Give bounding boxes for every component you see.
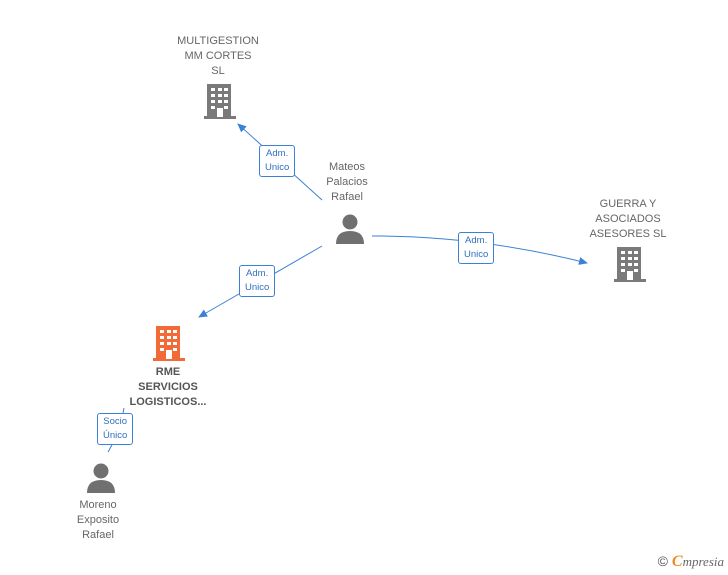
badge-line: Unico <box>265 162 290 173</box>
badge-line: Unico <box>464 249 489 260</box>
edge-label-mateos-multigestion[interactable]: Adm. Unico <box>259 145 296 177</box>
label-line: Palacios <box>326 176 368 188</box>
edge-label-mateos-rme[interactable]: Adm. Unico <box>239 265 276 297</box>
person-label-moreno[interactable]: Moreno Exposito Rafael <box>58 498 138 543</box>
badge-line: Adm. <box>266 148 289 159</box>
label-line: Exposito <box>76 514 120 526</box>
edge-label-mateos-guerra[interactable]: Adm. Unico <box>458 232 495 264</box>
copyright-symbol: © <box>657 553 668 569</box>
label-line: RME <box>155 366 181 378</box>
building-icon[interactable] <box>614 246 646 282</box>
label-line: ASOCIADOS <box>595 213 661 225</box>
label-line: Rafael <box>82 529 114 541</box>
label-line: MM CORTES <box>184 50 252 62</box>
building-icon-highlighted[interactable] <box>153 325 185 361</box>
badge-line: Adm. <box>246 268 269 279</box>
label-line: Moreno <box>79 499 117 511</box>
person-icon[interactable] <box>85 462 117 494</box>
label-line: Rafael <box>331 191 363 203</box>
label-line: GUERRA Y <box>599 198 657 210</box>
building-icon[interactable] <box>204 83 236 119</box>
badge-line: Unico <box>245 282 270 293</box>
company-label-guerra[interactable]: GUERRA Y ASOCIADOS ASESORES SL <box>578 197 678 242</box>
badge-line: Socio <box>103 416 128 427</box>
badge-line: Adm. <box>465 235 488 246</box>
label-line: LOGISTICOS... <box>129 396 207 408</box>
brand-initial: C <box>671 553 683 570</box>
edge-label-moreno-rme[interactable]: Socio Único <box>97 413 134 445</box>
brand-name: mpresia <box>682 554 724 569</box>
badge-line: Único <box>103 430 128 441</box>
label-line: ASESORES SL <box>589 228 667 240</box>
person-icon[interactable] <box>334 213 366 245</box>
person-label-mateos[interactable]: Mateos Palacios Rafael <box>307 160 387 205</box>
label-line: SL <box>211 65 225 77</box>
label-line: MULTIGESTION <box>177 35 259 47</box>
label-line: Mateos <box>328 161 366 173</box>
label-line: SERVICIOS <box>138 381 198 393</box>
company-label-rme[interactable]: RME SERVICIOS LOGISTICOS... <box>113 365 223 410</box>
company-label-multigestion[interactable]: MULTIGESTION MM CORTES SL <box>168 34 268 79</box>
brand-logo: ©Cmpresia <box>658 553 724 571</box>
